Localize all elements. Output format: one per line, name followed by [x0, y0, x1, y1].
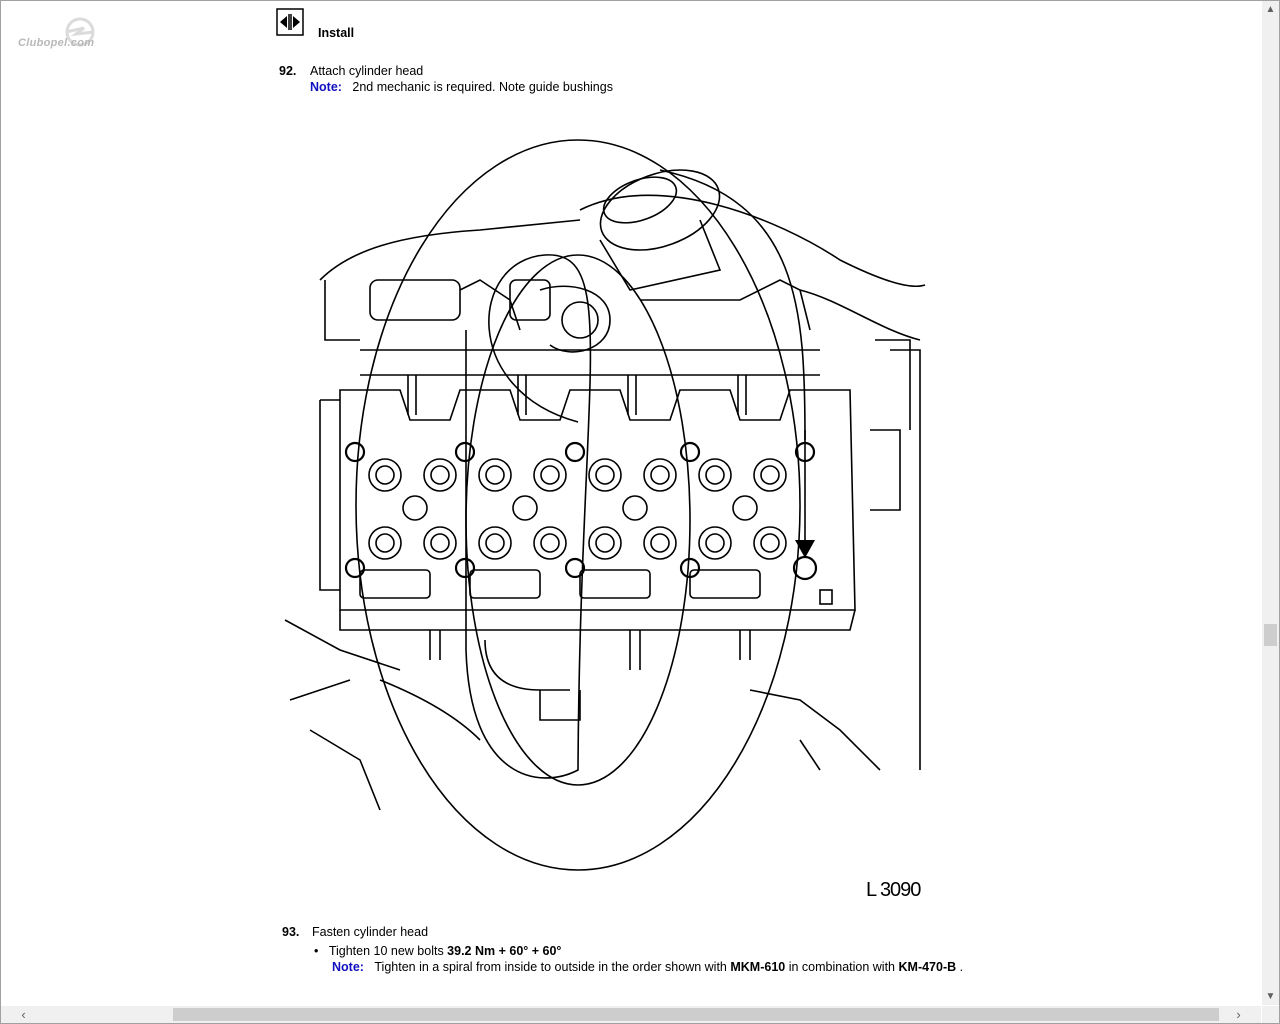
- bullet-icon: •: [314, 944, 319, 958]
- tool-mkm-610: MKM-610: [730, 960, 786, 974]
- horizontal-scroll-thumb[interactable]: [173, 1008, 1219, 1021]
- step-number: 92.: [279, 64, 297, 78]
- step-number: 93.: [282, 925, 300, 939]
- horizontal-scrollbar[interactable]: ‹ ›: [1, 1006, 1261, 1023]
- figure-code: L 3090: [866, 879, 921, 901]
- note-label: Note:: [310, 80, 342, 94]
- note-label: Note:: [332, 960, 364, 974]
- scrollbar-corner: [1262, 1006, 1279, 1023]
- step-93-note: Note: Tighten in a spiral from inside to…: [332, 960, 963, 974]
- note-text: 2nd mechanic is required. Note guide bus…: [352, 80, 613, 94]
- step-93: 93. Fasten cylinder head: [282, 925, 428, 939]
- torque-spec: 39.2 Nm + 60° + 60°: [447, 944, 562, 958]
- step-93-bullet: • Tighten 10 new bolts 39.2 Nm + 60° + 6…: [314, 944, 561, 958]
- watermark-text: Clubopel.com: [18, 37, 95, 49]
- step-title: Attach cylinder head: [310, 64, 424, 78]
- install-arrows-icon: [276, 8, 304, 36]
- vertical-scroll-thumb[interactable]: [1264, 624, 1277, 646]
- scroll-left-icon[interactable]: ‹: [21, 1007, 26, 1022]
- note-text: Tighten in a spiral from inside to outsi…: [374, 960, 731, 974]
- note-text-join: in combination with: [785, 960, 899, 974]
- scroll-down-icon[interactable]: ▼: [1265, 991, 1276, 1002]
- note-end: .: [956, 960, 964, 974]
- section-title: Install: [318, 26, 355, 40]
- tool-km-470-b: KM-470-B: [898, 960, 957, 974]
- vertical-scrollbar[interactable]: ▲ ▼: [1262, 1, 1279, 1005]
- step-92: 92. Attach cylinder head: [279, 64, 423, 78]
- step-92-note: Note: 2nd mechanic is required. Note gui…: [310, 80, 613, 94]
- tighten-text: Tighten 10 new bolts: [328, 944, 448, 958]
- scroll-right-icon[interactable]: ›: [1236, 1007, 1241, 1022]
- step-title: Fasten cylinder head: [312, 925, 429, 939]
- scroll-up-icon[interactable]: ▲: [1265, 4, 1276, 15]
- clubopel-watermark-logo: [65, 17, 95, 47]
- cylinder-head-diagram: [284, 139, 926, 871]
